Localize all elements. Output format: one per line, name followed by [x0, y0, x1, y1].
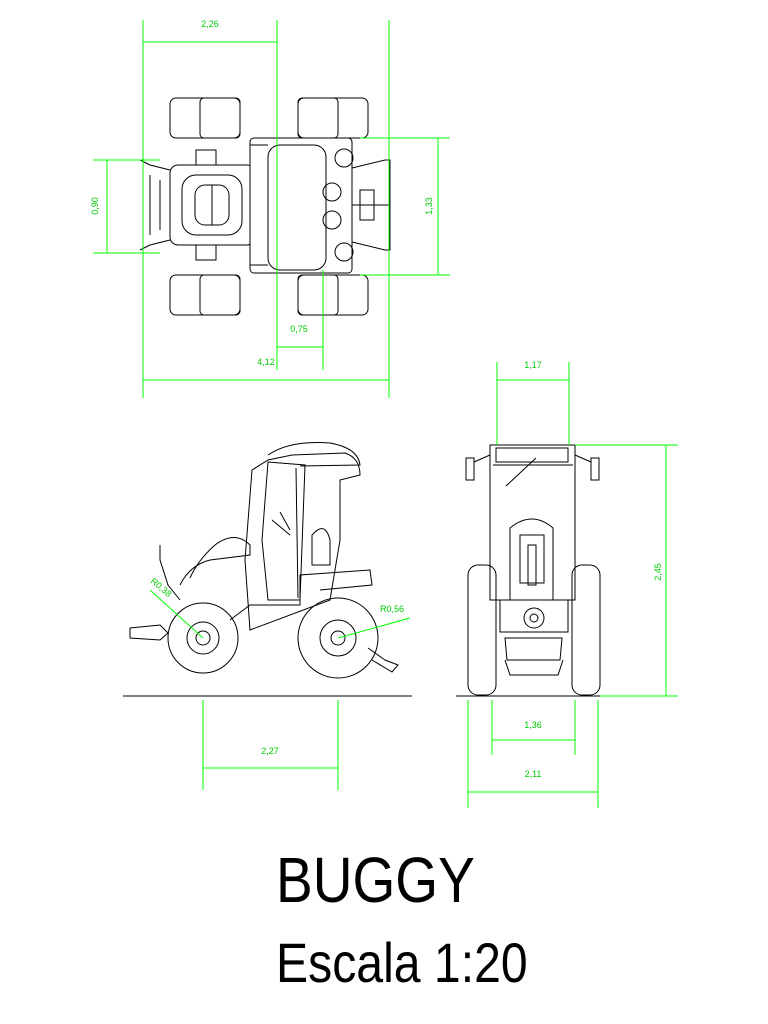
dim-cab-width-label: 1,17 — [524, 360, 542, 370]
top-view-hitch — [139, 159, 171, 251]
top-view: 2,26 4,12 0,75 1,33 0,90 — [90, 19, 450, 398]
dim-rear-wheel-radius-label: R0,38 — [149, 576, 174, 599]
top-view-dimensions — [93, 20, 450, 398]
front-view-dimensions — [467, 362, 678, 808]
dim-rear-width-label: 0,90 — [90, 197, 100, 215]
front-view-implement — [504, 637, 563, 661]
side-view-roof — [267, 442, 361, 467]
side-view: R0,38 R0,56 2,27 — [123, 442, 412, 790]
dim-overall-width-label: 2,11 — [525, 769, 542, 779]
dim-height-label: 2,45 — [653, 563, 663, 581]
top-view-rear-right-wheel — [169, 274, 241, 316]
dim-inner-track-label: 1,36 — [524, 720, 542, 730]
side-view-cab — [244, 452, 361, 631]
dim-track-width-label: 1,33 — [424, 197, 434, 215]
top-view-cab — [249, 137, 353, 274]
drawing-title: BUGGY — [276, 844, 475, 916]
side-view-hood — [179, 537, 251, 586]
front-view-right-wheel — [571, 564, 601, 696]
dim-front-wheel-radius-label: R0,56 — [380, 604, 404, 614]
side-view-rear-hitch — [129, 624, 169, 641]
front-view-grille — [509, 518, 554, 601]
side-view-dimensions — [149, 589, 411, 790]
dim-front-section-label: 2,26 — [201, 19, 219, 29]
dim-overall-length-label: 4,12 — [257, 357, 275, 367]
dim-wheelbase-label: 2,27 — [261, 746, 279, 756]
front-view-left-wheel — [467, 564, 497, 696]
top-view-front-left-wheel — [297, 97, 369, 139]
top-view-front-right-wheel — [297, 274, 369, 316]
drawing-scale: Escala 1:20 — [276, 931, 528, 994]
dim-step-label: 0,75 — [290, 324, 308, 334]
front-view-cab — [489, 444, 576, 601]
top-view-rear-left-wheel — [169, 97, 241, 139]
front-view: 1,17 2,45 1,36 2,11 — [456, 360, 678, 808]
